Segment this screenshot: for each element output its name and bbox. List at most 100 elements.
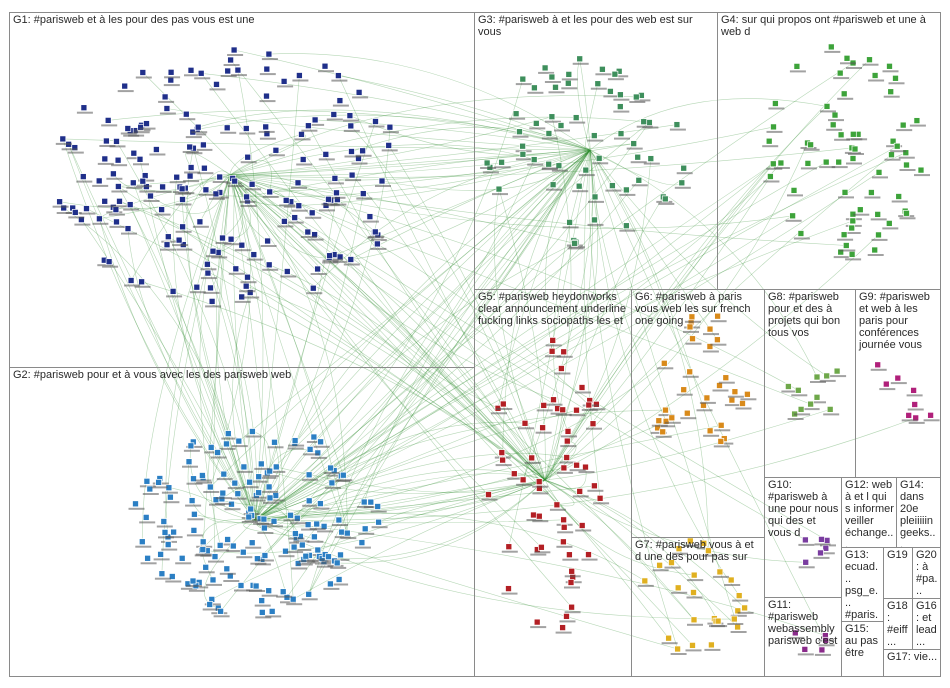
node-g2[interactable] <box>190 475 197 483</box>
node-g1[interactable] <box>223 124 231 132</box>
node-g2[interactable] <box>258 609 266 616</box>
node-g1[interactable] <box>101 197 109 205</box>
node-g4[interactable] <box>893 142 901 150</box>
node-g2[interactable] <box>217 607 224 615</box>
node-g1[interactable] <box>196 218 204 226</box>
node-g5[interactable] <box>578 522 586 529</box>
node-g2[interactable] <box>306 446 314 453</box>
node-g4[interactable] <box>886 62 893 70</box>
node-g1[interactable] <box>309 284 317 292</box>
node-g1[interactable] <box>104 117 112 124</box>
node-g2[interactable] <box>168 573 176 580</box>
node-g2[interactable] <box>235 437 243 445</box>
node-g1[interactable] <box>163 105 171 112</box>
node-g3[interactable] <box>530 156 538 163</box>
node-g5[interactable] <box>485 491 492 498</box>
node-g2[interactable] <box>266 494 274 502</box>
node-g1[interactable] <box>263 92 270 100</box>
node-g1[interactable] <box>138 278 145 286</box>
node-g2[interactable] <box>268 608 276 615</box>
node-g9[interactable] <box>905 412 913 419</box>
node-g5[interactable] <box>535 512 543 520</box>
node-g1[interactable] <box>294 179 302 187</box>
node-g1[interactable] <box>139 177 147 185</box>
node-g5[interactable] <box>559 624 566 631</box>
node-g5[interactable] <box>563 437 571 445</box>
node-g2[interactable] <box>214 449 221 456</box>
node-g4[interactable] <box>874 211 882 218</box>
node-g4[interactable] <box>769 160 777 168</box>
node-g1[interactable] <box>105 258 113 266</box>
node-g3[interactable] <box>617 130 625 137</box>
node-g5[interactable] <box>519 476 527 484</box>
node-g5[interactable] <box>539 424 546 432</box>
node-g11[interactable] <box>791 629 799 637</box>
node-g4[interactable] <box>837 131 845 139</box>
node-g1[interactable] <box>79 173 87 180</box>
node-g1[interactable] <box>262 123 270 131</box>
node-g3[interactable] <box>594 80 602 88</box>
node-g2[interactable] <box>211 553 219 560</box>
node-g1[interactable] <box>161 93 169 101</box>
node-g5[interactable] <box>528 454 536 462</box>
node-g3[interactable] <box>590 132 598 139</box>
node-g2[interactable] <box>157 551 164 558</box>
node-g9[interactable] <box>874 361 882 369</box>
node-g2[interactable] <box>220 470 228 478</box>
node-g1[interactable] <box>96 215 103 223</box>
node-g2[interactable] <box>257 460 265 468</box>
node-g3[interactable] <box>532 120 540 127</box>
node-g1[interactable] <box>204 260 211 268</box>
node-g1[interactable] <box>299 156 307 163</box>
node-g1[interactable] <box>272 146 280 154</box>
node-g2[interactable] <box>142 514 150 521</box>
node-g5[interactable] <box>550 396 557 404</box>
node-g2[interactable] <box>143 477 151 485</box>
node-g2[interactable] <box>209 576 217 584</box>
node-g1[interactable] <box>263 65 271 73</box>
node-g7[interactable] <box>714 617 722 625</box>
node-g2[interactable] <box>237 582 245 589</box>
node-g2[interactable] <box>219 489 227 497</box>
node-g1[interactable] <box>263 130 271 138</box>
node-g5[interactable] <box>596 494 604 502</box>
node-g5[interactable] <box>566 551 573 559</box>
node-g3[interactable] <box>557 122 565 129</box>
node-g1[interactable] <box>164 233 172 241</box>
node-g8[interactable] <box>794 386 802 394</box>
node-g1[interactable] <box>130 149 138 157</box>
node-g1[interactable] <box>311 116 319 124</box>
node-g10[interactable] <box>802 536 809 544</box>
node-g1[interactable] <box>374 240 381 248</box>
node-g2[interactable] <box>249 428 256 435</box>
node-g4[interactable] <box>793 63 801 70</box>
node-g2[interactable] <box>252 582 260 590</box>
node-g7[interactable] <box>705 547 712 555</box>
node-g2[interactable] <box>178 554 186 562</box>
node-g1[interactable] <box>386 123 394 131</box>
node-g6[interactable] <box>739 400 746 407</box>
node-g1[interactable] <box>330 111 338 118</box>
node-g4[interactable] <box>840 90 848 98</box>
node-g4[interactable] <box>772 100 779 107</box>
node-g6[interactable] <box>706 427 714 435</box>
node-g1[interactable] <box>216 173 224 181</box>
node-g11[interactable] <box>822 636 829 644</box>
node-g4[interactable] <box>903 161 910 169</box>
node-g4[interactable] <box>917 166 925 174</box>
node-g1[interactable] <box>219 234 226 242</box>
node-g1[interactable] <box>116 197 123 205</box>
node-g1[interactable] <box>322 151 330 158</box>
node-g5[interactable] <box>560 538 567 546</box>
node-g4[interactable] <box>842 242 850 249</box>
node-g1[interactable] <box>147 192 154 200</box>
node-g3[interactable] <box>571 240 578 247</box>
node-g5[interactable] <box>538 543 545 551</box>
node-g3[interactable] <box>647 155 655 162</box>
node-g3[interactable] <box>630 140 638 147</box>
node-g1[interactable] <box>194 123 202 131</box>
node-g6[interactable] <box>717 421 725 429</box>
node-g2[interactable] <box>374 503 382 510</box>
node-g1[interactable] <box>209 247 217 255</box>
node-g3[interactable] <box>609 182 616 189</box>
